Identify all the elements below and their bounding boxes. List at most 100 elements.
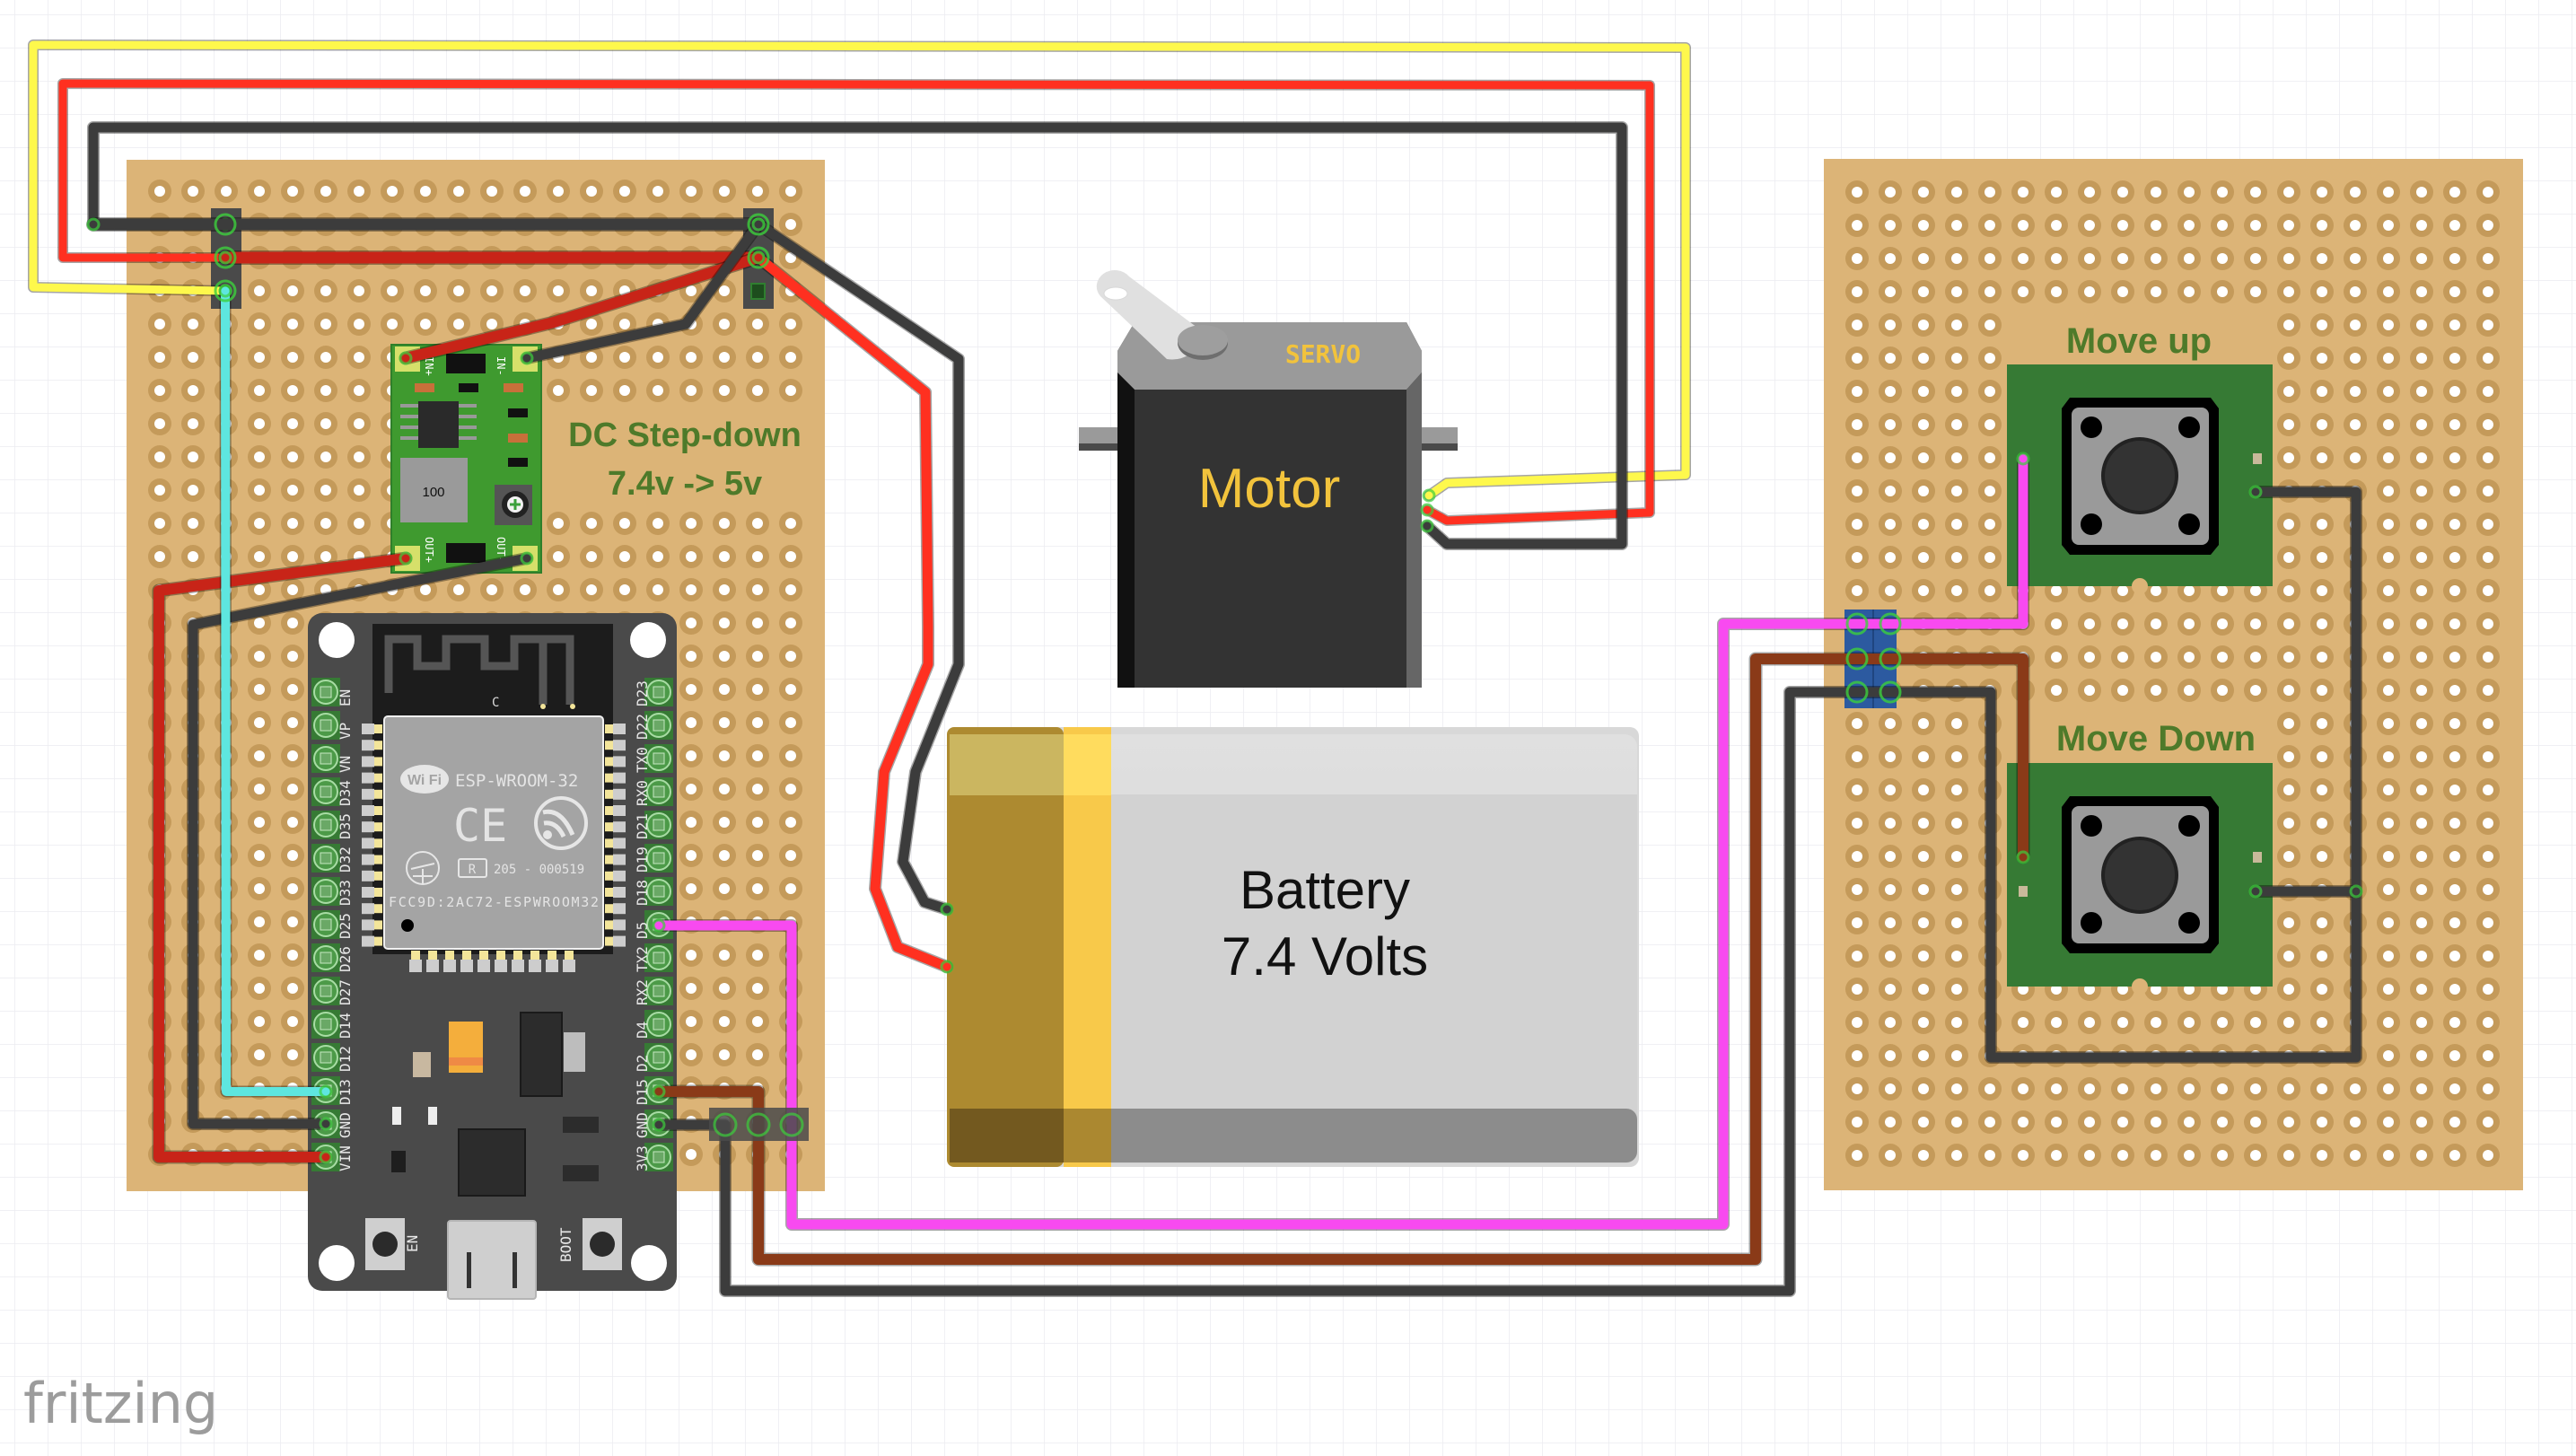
header-pin[interactable] [214, 279, 237, 303]
wire-endpoint[interactable] [940, 960, 954, 974]
header-pin[interactable] [1845, 680, 1869, 704]
wire-endpoint[interactable] [399, 551, 413, 566]
esp32-pin-left-d35[interactable]: D35 [311, 811, 354, 839]
esp32-pin-right-d2[interactable]: D2 [634, 1043, 673, 1072]
esp32-pin-label: TX0 [634, 747, 651, 773]
esp32-pin-left-d32[interactable]: D32 [311, 844, 354, 873]
push-button-move-down[interactable] [2007, 763, 2273, 995]
esp32-pin-left-d14[interactable]: D14 [311, 1010, 354, 1039]
dc-step-down-module[interactable]: 100 IN+ IN- OUT+ OUT- [390, 344, 542, 574]
esp32-pin-left-vn[interactable]: VN [311, 744, 354, 773]
esp32-pin-right-rx0[interactable]: RX0 [634, 777, 673, 806]
wire-endpoint[interactable] [2349, 884, 2363, 899]
push-button-move-up[interactable] [2007, 364, 2273, 594]
wire-endpoint[interactable] [1420, 519, 1434, 533]
inductor [400, 458, 468, 522]
esp32-pin-left-d34[interactable]: D34 [311, 777, 354, 806]
wire-endpoint[interactable] [2248, 884, 2263, 899]
battery-pack[interactable]: Battery 7.4 Volts [947, 727, 1639, 1167]
esp32-pin-right-d22[interactable]: D22 [634, 711, 673, 740]
boot-button[interactable] [583, 1218, 622, 1270]
wire-endpoint[interactable] [520, 351, 534, 365]
esp32-pin-right-rx2[interactable]: RX2 [634, 977, 673, 1005]
esp32-devkit[interactable]: C Wi Fi ESP-WROOM-32 CE R 205 - 000519 F… [308, 613, 677, 1300]
wire-endpoint[interactable] [652, 918, 666, 933]
wire-endpoint[interactable] [319, 1150, 333, 1164]
wire-endpoint[interactable] [319, 1084, 333, 1099]
wire-endpoint[interactable] [751, 217, 766, 232]
servo-horn[interactable] [1096, 270, 1228, 360]
esp32-pin-left-d25[interactable]: D25 [311, 910, 354, 939]
stepdown-out-minus-wire[interactable] [187, 551, 534, 1131]
esp32-pin-left-d26[interactable]: D26 [311, 943, 354, 972]
esp32-pin-right-d21[interactable]: D21 [634, 811, 673, 839]
header-pin[interactable] [1879, 647, 1902, 671]
header-esp-output-3pin[interactable] [709, 1108, 809, 1141]
move-down-ground-wire[interactable] [2248, 884, 2363, 899]
wires [28, 39, 2363, 1297]
header-pin[interactable] [746, 1112, 771, 1137]
usb-port[interactable] [447, 1220, 537, 1300]
telec-mark-icon [406, 851, 440, 885]
header-pin[interactable] [713, 1112, 738, 1137]
buttons-ground-wire[interactable] [652, 485, 2362, 1297]
header-ground-bus-wire[interactable] [86, 217, 766, 232]
wire-endpoint[interactable] [2016, 850, 2030, 864]
battery-label-voltage: 7.4 Volts [1222, 926, 1428, 987]
esp32-pin-right-d18[interactable]: D18 [634, 877, 673, 906]
pin-label-in-plus: IN+ [423, 356, 435, 376]
perfboard-right[interactable] [1824, 159, 2523, 1190]
servo-motor[interactable]: SERVO Motor [1079, 270, 1458, 688]
esp32-pin-right-tx2[interactable]: TX2 [634, 943, 673, 972]
header-power-bus-wire[interactable] [218, 250, 766, 265]
header-pin[interactable] [779, 1112, 804, 1137]
esp32-pin-left-d27[interactable]: D27 [311, 977, 354, 1005]
header-pin[interactable] [1845, 647, 1869, 671]
esp32-pin-right-d19[interactable]: D19 [634, 844, 673, 873]
wire-endpoint[interactable] [520, 551, 534, 566]
esp32-pin-right-d23[interactable]: D23 [634, 678, 673, 706]
wire-endpoint[interactable] [2248, 485, 2263, 499]
header-right-board-pins[interactable] [1845, 612, 1902, 704]
servo-label: Motor [1198, 458, 1340, 520]
servo-control-wire[interactable] [218, 284, 333, 1099]
stepdown-in-minus-wire[interactable] [520, 217, 766, 365]
mounting-hole [319, 1245, 355, 1281]
esp32-pin-right-tx0[interactable]: TX0 [634, 744, 673, 773]
wire-endpoint[interactable] [652, 1084, 666, 1099]
antenna-trace [384, 635, 574, 705]
wire-endpoint[interactable] [1420, 503, 1434, 517]
wire-endpoint[interactable] [218, 250, 232, 265]
header-pin[interactable] [214, 246, 237, 269]
header-left-board-pins[interactable] [214, 213, 770, 303]
move-up-wire[interactable] [652, 452, 2030, 1231]
stepdown-out-plus-wire[interactable] [152, 551, 413, 1164]
esp32-pin-left-d12[interactable]: D12 [311, 1043, 354, 1072]
stepdown-in-plus-wire[interactable] [399, 250, 766, 365]
header-pin[interactable] [747, 213, 770, 236]
wire-endpoint[interactable] [2016, 452, 2030, 466]
header-pin[interactable] [747, 246, 770, 269]
wire-endpoint[interactable] [86, 217, 101, 232]
move-down-wire[interactable] [652, 652, 2030, 1267]
esp32-pin-left-vp[interactable]: VP [311, 711, 354, 740]
en-button[interactable] [365, 1218, 405, 1270]
wire-endpoint[interactable] [218, 284, 232, 298]
wire-endpoint[interactable] [751, 250, 766, 265]
esp32-pin-left-en[interactable]: EN [311, 678, 354, 706]
header-pin[interactable] [1845, 612, 1869, 636]
esp32-pin-right-3v3[interactable]: 3V3 [634, 1143, 673, 1171]
esp32-pin-label: D14 [337, 1013, 354, 1039]
esp32-pin-left-d33[interactable]: D33 [311, 877, 354, 906]
header-pin[interactable] [1879, 612, 1902, 636]
header-pin[interactable] [1879, 680, 1902, 704]
wire-endpoint[interactable] [399, 351, 413, 365]
header-pin[interactable] [214, 213, 237, 236]
wire-endpoint[interactable] [652, 1118, 666, 1132]
wire-endpoint[interactable] [319, 1117, 333, 1131]
wire-endpoint[interactable] [940, 902, 954, 917]
esp32-pin-label: D27 [337, 979, 354, 1005]
esp32-pin-right-d4[interactable]: D4 [634, 1010, 673, 1039]
wire-endpoint[interactable] [1422, 488, 1436, 503]
